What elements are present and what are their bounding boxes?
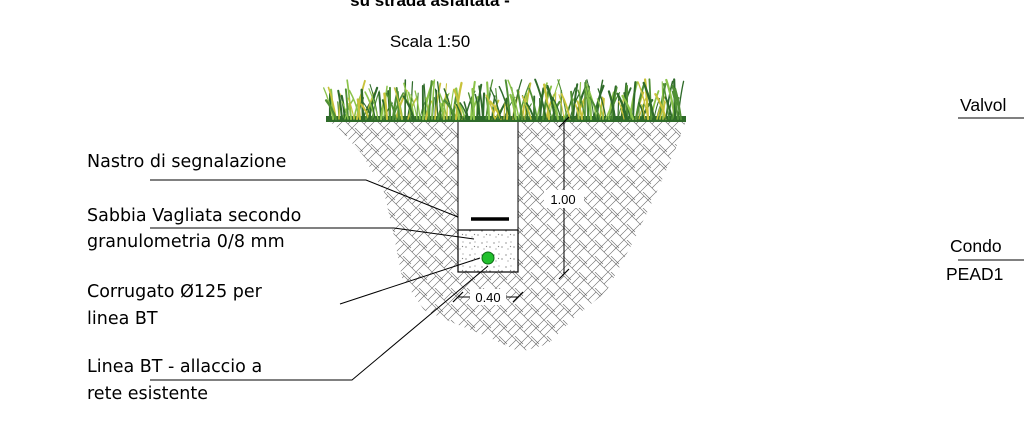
- grass-surface: [323, 78, 686, 122]
- width-value: 0.40: [475, 290, 500, 305]
- width-dimension: [452, 289, 524, 305]
- label-linea-1: Linea BT - allaccio a: [87, 357, 263, 377]
- scale-label: Scala 1:50: [389, 32, 471, 51]
- label-sabbia-2: granulometria 0/8 mm: [87, 232, 285, 252]
- leader-corrugato: [339, 257, 481, 305]
- label-sabbia-1: Sabbia Vagliata secondo: [87, 206, 302, 226]
- label-valvola: Valvol: [960, 95, 1007, 115]
- drawing-title: su strada asfaltata -: [350, 0, 510, 10]
- label-corrugato-1: Corrugato Ø125 per: [87, 282, 262, 302]
- label-nastro: Nastro di segnalazione: [87, 152, 287, 172]
- sand-bed: [457, 229, 519, 273]
- depth-value: 1.00: [550, 192, 575, 207]
- trench-upper: [457, 119, 519, 231]
- label-corrugato-2: linea BT: [87, 309, 158, 329]
- leader-sabbia: [150, 227, 475, 240]
- label-linea-2: rete esistente: [87, 384, 208, 404]
- leader-nastro: [150, 179, 459, 218]
- label-condotta: Condo: [950, 236, 1002, 256]
- depth-dimension: [544, 116, 584, 280]
- leader-linea: [150, 265, 489, 381]
- label-pead: PEAD1: [946, 264, 1004, 284]
- cable-bt: [481, 251, 495, 265]
